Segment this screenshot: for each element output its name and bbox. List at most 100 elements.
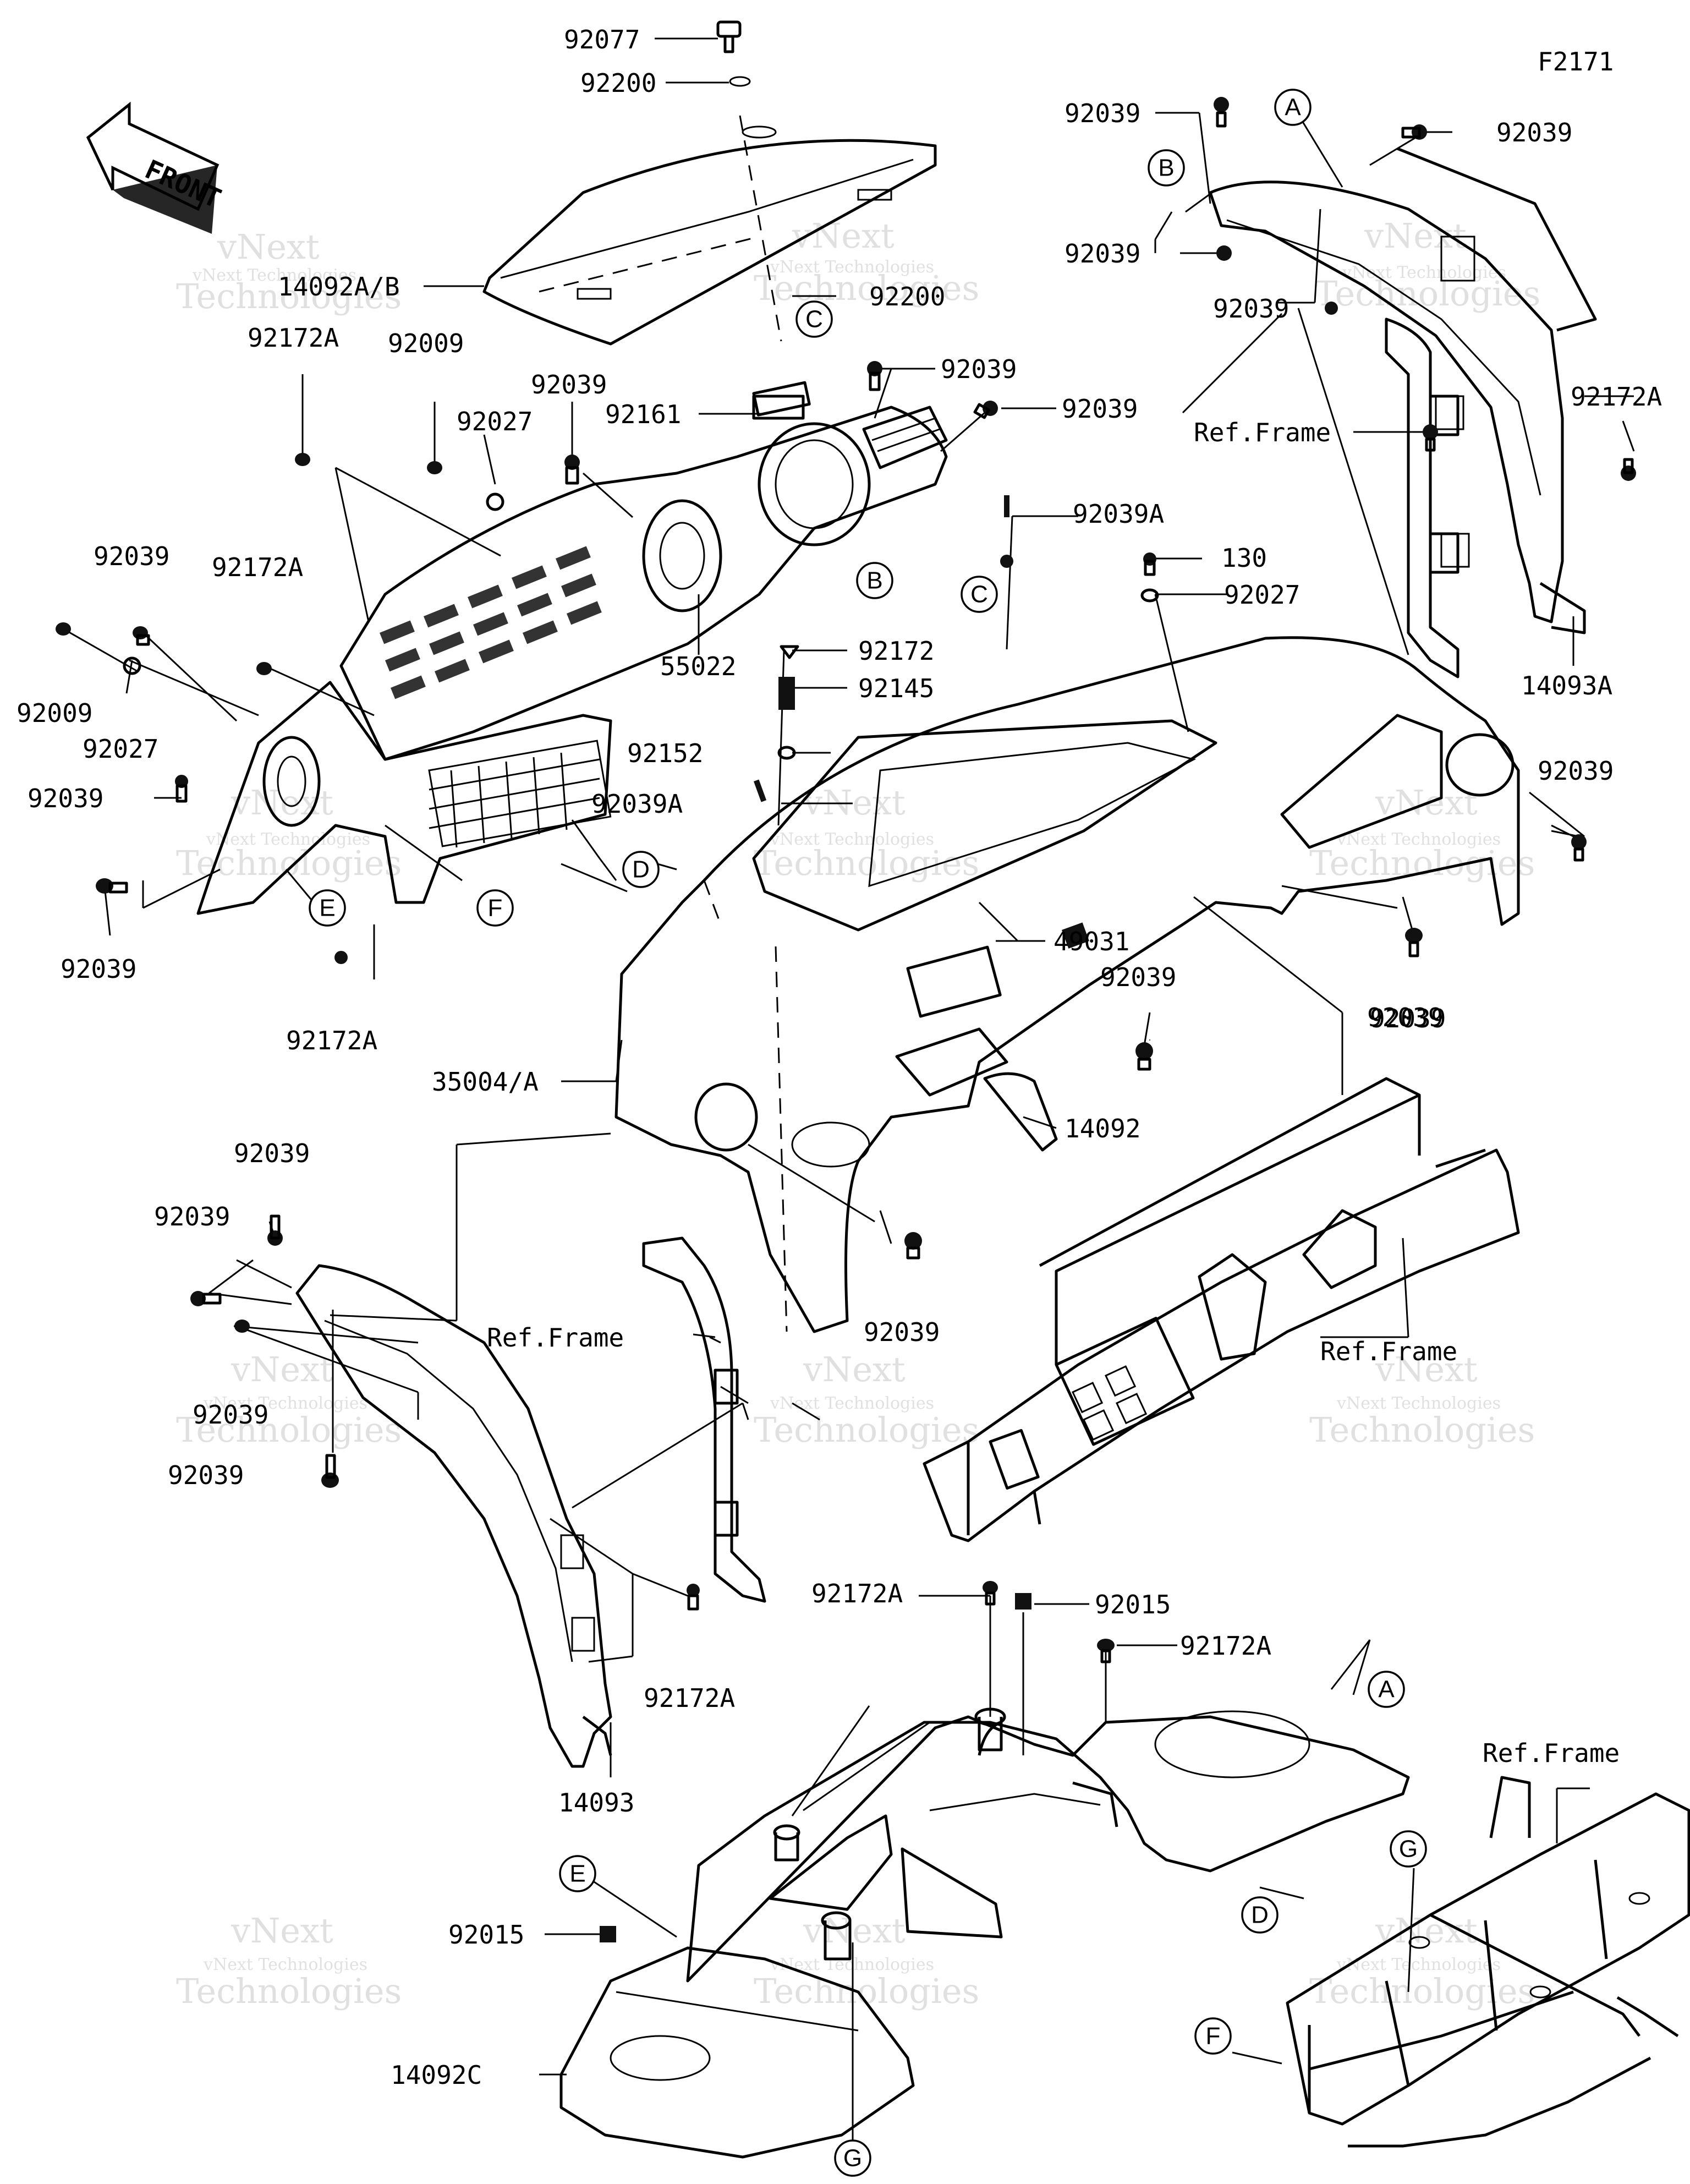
watermark: vNext vNext Technologies Technologies bbox=[754, 1911, 979, 2011]
part-label: 92039 bbox=[1065, 98, 1140, 128]
callout-f: F bbox=[476, 889, 514, 927]
part-label: 92200 bbox=[869, 282, 945, 311]
callout-f: F bbox=[1194, 2017, 1232, 2055]
svg-text:Technologies: Technologies bbox=[1309, 1971, 1535, 2011]
svg-text:vNext: vNext bbox=[217, 227, 320, 267]
svg-text:vNext Technologies: vNext Technologies bbox=[770, 258, 934, 277]
screw-icon bbox=[716, 20, 751, 87]
pin-icon bbox=[1004, 495, 1009, 517]
watermark-group: vNext vNext Technologies Technologies vN… bbox=[176, 216, 1540, 2011]
screw-icon bbox=[780, 645, 799, 659]
svg-text:vNext Technologies: vNext Technologies bbox=[1336, 1394, 1501, 1413]
svg-text:E: E bbox=[569, 1860, 585, 1887]
clip-icon bbox=[190, 1291, 222, 1306]
watermark: vNext vNext Technologies Technologies bbox=[1309, 782, 1535, 883]
part-label: 130 bbox=[1221, 543, 1267, 573]
front-lower-grille-drawing bbox=[196, 681, 612, 915]
clip-icon bbox=[295, 453, 310, 466]
clip-icon bbox=[133, 626, 150, 646]
part-label: 92027 bbox=[83, 734, 158, 764]
washer-icon bbox=[123, 656, 141, 675]
clip-icon bbox=[1216, 245, 1232, 261]
washer-icon bbox=[777, 746, 796, 760]
part-label: 92009 bbox=[17, 698, 92, 728]
part-label: 92039 bbox=[1062, 394, 1138, 424]
pin-icon bbox=[754, 779, 767, 802]
part-label: 14092A/B bbox=[278, 272, 400, 302]
leader-lines bbox=[60, 37, 1635, 2141]
part-label: 92200 bbox=[580, 68, 656, 98]
svg-text:vNext: vNext bbox=[1375, 1349, 1478, 1389]
part-label: 92161 bbox=[605, 399, 681, 429]
front-arrow-icon: FRONT bbox=[86, 101, 226, 234]
part-label: 92027 bbox=[1224, 580, 1300, 610]
callout-b: B bbox=[1148, 149, 1185, 187]
callout-d: D bbox=[1241, 1896, 1279, 1934]
clip-icon bbox=[1621, 458, 1636, 481]
part-label: 55022 bbox=[660, 652, 736, 681]
svg-text:Technologies: Technologies bbox=[176, 1971, 402, 2011]
part-label: 92009 bbox=[388, 329, 464, 358]
clip-icon bbox=[1571, 834, 1587, 862]
part-label: 92027 bbox=[457, 407, 533, 436]
svg-text:Technologies: Technologies bbox=[754, 843, 979, 883]
svg-text:vNext Technologies: vNext Technologies bbox=[1342, 263, 1506, 282]
callout-b: B bbox=[856, 562, 893, 599]
part-label: 92039 bbox=[864, 1317, 940, 1347]
clip-icon bbox=[1405, 928, 1423, 957]
svg-text:Technologies: Technologies bbox=[754, 1410, 979, 1450]
part-label: 92172A bbox=[248, 323, 339, 353]
svg-text:vNext Technologies: vNext Technologies bbox=[203, 1394, 367, 1413]
nut-icon bbox=[600, 1926, 616, 1942]
clip-icon bbox=[1097, 1639, 1115, 1663]
part-label: 92152 bbox=[627, 738, 703, 768]
part-label: 92039 bbox=[531, 370, 607, 399]
grommet-icon bbox=[1062, 922, 1089, 949]
svg-text:vNext Technologies: vNext Technologies bbox=[1336, 1955, 1501, 1974]
front-upper-cover-drawing bbox=[339, 381, 948, 761]
clip-icon bbox=[904, 1232, 922, 1260]
spring-icon bbox=[778, 677, 795, 710]
callout-e: E bbox=[309, 889, 346, 927]
svg-text:vNext: vNext bbox=[803, 1911, 906, 1951]
frame-labels: Ref.Frame Ref.Frame Ref.Frame Ref.Frame bbox=[487, 418, 1620, 1768]
clip-icon bbox=[321, 1454, 339, 1488]
nut-icon bbox=[1015, 1593, 1031, 1610]
callout-circles: A B C B C D E F A E D F G G bbox=[309, 89, 1427, 2177]
clip-icon bbox=[234, 1320, 250, 1333]
part-label: 49031 bbox=[1053, 927, 1129, 956]
frame-strip-drawing bbox=[642, 1236, 766, 1603]
part-label: 35004/A bbox=[432, 1067, 539, 1097]
frame-label: Ref.Frame bbox=[487, 1323, 624, 1353]
part-label: 92039 bbox=[193, 1400, 268, 1430]
front-fender-drawing bbox=[614, 636, 1520, 1333]
clip-icon bbox=[867, 361, 882, 391]
watermark: vNext vNext Technologies Technologies bbox=[754, 216, 979, 308]
callout-g: G bbox=[834, 2139, 871, 2177]
watermark: vNext vNext Technologies Technologies bbox=[1309, 1349, 1535, 1450]
part-label: 92039 bbox=[1100, 962, 1176, 992]
watermark: vNext vNext Technologies Technologies bbox=[754, 1349, 979, 1450]
part-label: 92039 bbox=[61, 954, 136, 984]
watermark: vNext vNext Technologies Technologies bbox=[176, 1911, 402, 2011]
svg-text:vNext Technologies: vNext Technologies bbox=[1336, 830, 1501, 849]
clip-icon bbox=[175, 775, 188, 803]
part-label: 92039 bbox=[154, 1202, 230, 1231]
clip-icon bbox=[983, 1581, 998, 1606]
svg-text:vNext Technologies: vNext Technologies bbox=[206, 830, 370, 849]
callout-c: C bbox=[961, 576, 998, 613]
svg-text:F: F bbox=[488, 895, 503, 922]
part-label: 92145 bbox=[858, 674, 934, 703]
clip-icon bbox=[1325, 302, 1338, 315]
washer-icon bbox=[1140, 588, 1159, 603]
part-label: 92172A bbox=[286, 1026, 377, 1055]
left-fender-drawing bbox=[295, 1264, 612, 1768]
fastener-icons bbox=[56, 97, 1636, 1942]
callout-e: E bbox=[559, 1855, 596, 1892]
svg-text:B: B bbox=[1158, 155, 1174, 182]
svg-text:Technologies: Technologies bbox=[1315, 273, 1540, 314]
frame-label: Ref.Frame bbox=[1194, 418, 1331, 447]
svg-text:G: G bbox=[843, 2145, 862, 2172]
svg-text:D: D bbox=[632, 856, 650, 883]
